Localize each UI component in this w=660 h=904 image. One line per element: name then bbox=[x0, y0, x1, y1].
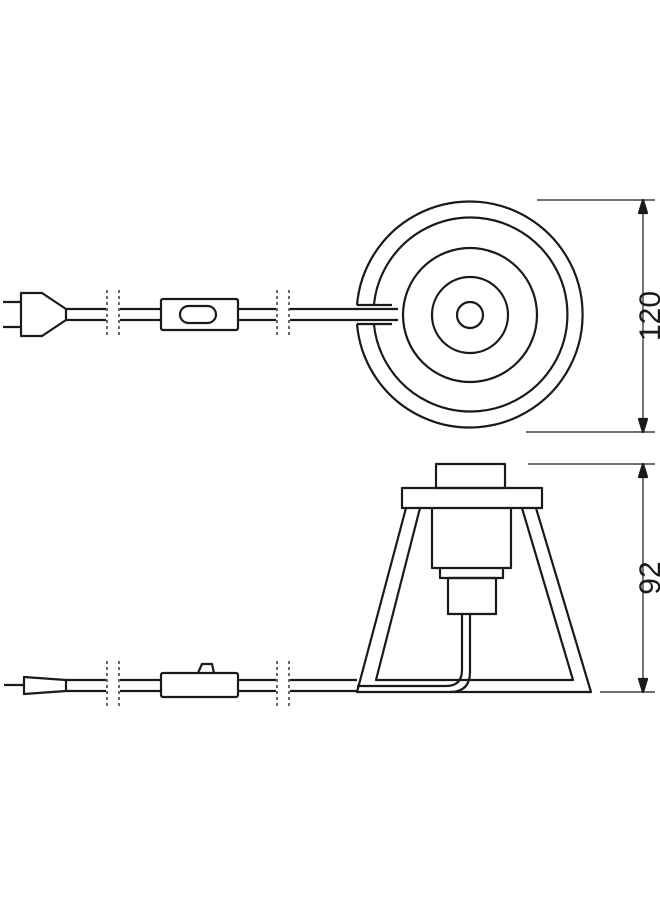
socket-hole bbox=[455, 300, 485, 330]
top-cable-break-2 bbox=[276, 290, 290, 338]
top-plug-pins bbox=[3, 300, 21, 329]
socket-collar bbox=[438, 568, 505, 580]
top-plate bbox=[400, 486, 544, 510]
top-plug-body bbox=[19, 291, 68, 338]
side-plug-body bbox=[22, 675, 68, 696]
top-view bbox=[3, 200, 584, 429]
shade-outer bbox=[355, 507, 593, 694]
dimension-height-label: 92 bbox=[634, 561, 660, 594]
side-view bbox=[4, 462, 593, 711]
socket-ring-outer bbox=[401, 246, 539, 384]
socket-base bbox=[446, 576, 498, 616]
side-cable-break-2 bbox=[276, 661, 290, 709]
socket-body bbox=[430, 508, 513, 570]
base-outer-rim bbox=[355, 200, 584, 429]
base-inner-rim bbox=[372, 216, 569, 413]
dimension-diameter: 120 bbox=[526, 198, 660, 434]
side-switch-body bbox=[159, 671, 240, 699]
top-switch-body bbox=[159, 297, 240, 332]
inner-wire-2 bbox=[449, 614, 472, 694]
cable-notch bbox=[357, 303, 392, 326]
top-cable-break-1 bbox=[106, 290, 120, 338]
shade-inner bbox=[374, 507, 575, 682]
dimension-diameter-label: 120 bbox=[634, 291, 660, 341]
dimension-height: 92 bbox=[528, 462, 660, 694]
top-switch-rocker bbox=[178, 304, 218, 325]
inner-wire bbox=[357, 614, 464, 688]
side-cable-break-1 bbox=[106, 661, 120, 709]
side-switch-toggle bbox=[196, 662, 216, 674]
socket-cap bbox=[434, 462, 507, 490]
socket-ring-middle bbox=[430, 275, 510, 355]
